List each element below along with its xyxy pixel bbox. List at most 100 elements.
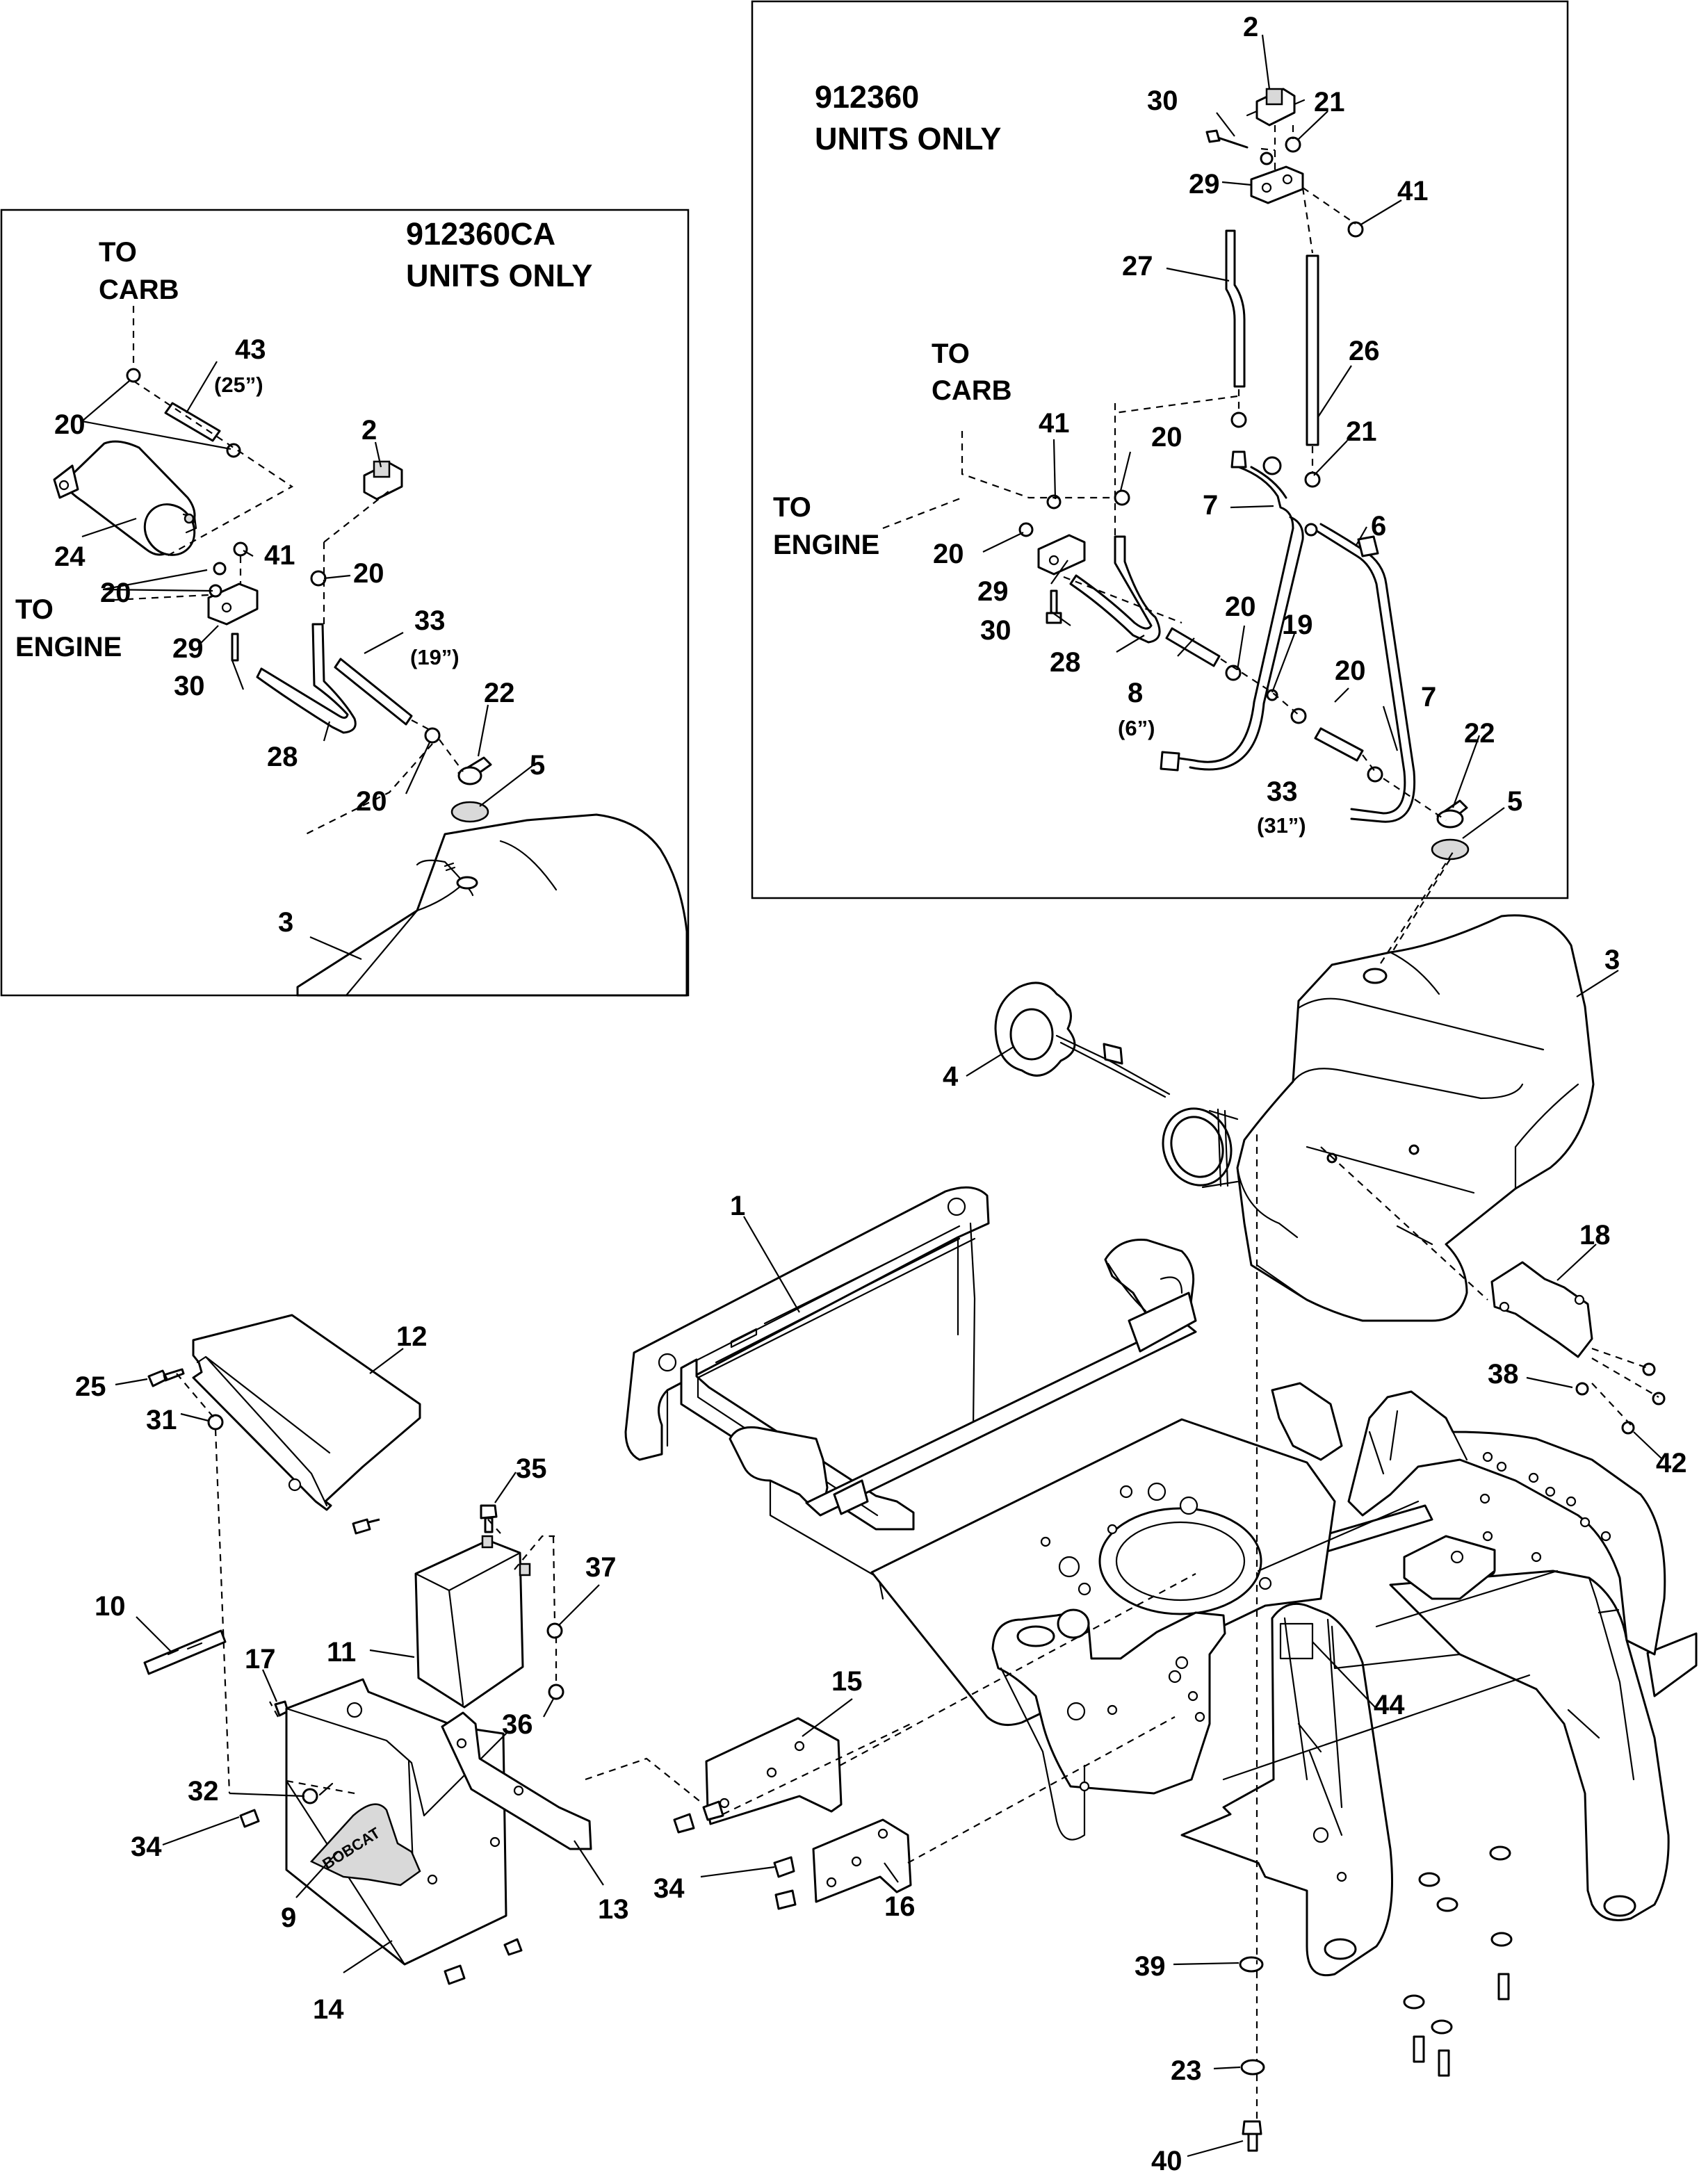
bracket-13 — [441, 1711, 592, 1850]
callout-7: 7 — [1203, 490, 1218, 521]
main-assembly: BOBCAT 3 4 1 18 12 25 38 — [75, 851, 1698, 2176]
inset-912360ca-title-line1: 912360CA — [406, 216, 555, 252]
callout-41: 41 — [1397, 176, 1429, 206]
inset-912360-title-line2: UNITS ONLY — [815, 121, 1001, 156]
callout-39: 39 — [1135, 1951, 1166, 1982]
fuel-line-7a — [1173, 466, 1294, 763]
washer-39 — [1239, 1956, 1264, 1973]
callout-33: 33 — [1267, 776, 1298, 807]
bracket-16 — [812, 1818, 912, 1903]
to-carb-label-line1: TO — [99, 237, 137, 268]
tube-33b-part — [334, 658, 413, 726]
callout-28b: 28 — [267, 742, 298, 772]
callout-23: 23 — [1171, 2055, 1202, 2086]
inset-912360: 912360 UNITS ONLY TO CARB TO ENGINE — [751, 0, 1569, 967]
fuel-fitting-22 — [1436, 799, 1468, 829]
clamp-29b-part — [1037, 534, 1086, 576]
inset-912360-frame — [751, 0, 1569, 899]
callout-37: 37 — [585, 1552, 617, 1583]
callout-11: 11 — [327, 1637, 356, 1668]
callout-5b: 5 — [530, 750, 545, 781]
callout-6: 6 — [1371, 511, 1386, 541]
washer-23 — [1240, 2059, 1265, 2076]
to-carb-label-line2: CARB — [932, 375, 1012, 406]
to-carb-label-line1: TO — [932, 339, 970, 369]
bolt-40 — [1242, 2120, 1262, 2152]
to-engine-label-line1: TO — [773, 492, 811, 523]
callout-27: 27 — [1122, 251, 1153, 282]
callout-15: 15 — [831, 1666, 863, 1697]
bolt-30b-part — [1050, 589, 1058, 614]
callout-16: 16 — [884, 1891, 916, 1922]
callout-22b: 22 — [484, 678, 515, 708]
callout-7b: 7 — [1421, 682, 1436, 712]
callout-3b: 3 — [278, 907, 293, 938]
fuel-line-26 — [1306, 254, 1319, 446]
elbow-tube-28 — [1069, 535, 1161, 644]
pump-opening — [1098, 1507, 1262, 1615]
callout-20c: 20 — [1225, 592, 1256, 622]
tube-43-part — [164, 402, 221, 442]
grommet-5b-part — [450, 801, 489, 823]
callout-29: 29 — [1189, 169, 1220, 199]
fuel-valve-part — [1246, 88, 1306, 127]
callout-2: 2 — [1243, 12, 1258, 42]
fuel-tank-partial — [296, 813, 688, 997]
callout-2b: 2 — [361, 415, 377, 446]
bolt-35 — [480, 1504, 498, 1533]
callout-29b: 29 — [977, 576, 1009, 607]
callout-20e: 20 — [54, 409, 86, 440]
battery-cover-12 — [192, 1314, 421, 1511]
callout-12: 12 — [396, 1321, 428, 1352]
bracket-18 — [1490, 1261, 1593, 1358]
callout-22: 22 — [1464, 718, 1495, 749]
callout-8: 8 — [1128, 678, 1143, 708]
callout-20d: 20 — [1335, 655, 1366, 686]
inset-912360ca-title-line2: UNITS ONLY — [406, 258, 592, 293]
note-6in: (6”) — [1118, 716, 1155, 740]
callout-38: 38 — [1488, 1359, 1519, 1390]
callout-1: 1 — [730, 1191, 745, 1221]
callout-9: 9 — [281, 1902, 296, 1933]
callout-13: 13 — [598, 1894, 629, 1925]
callout-21b: 21 — [1346, 416, 1377, 447]
callout-25: 25 — [75, 1371, 106, 1402]
to-engine-label-line2: ENGINE — [15, 632, 122, 662]
fuel-tank-3 — [1162, 914, 1595, 1322]
clamp-29-part — [1250, 165, 1304, 204]
fuel-filter-24 — [53, 440, 197, 556]
note-25in: (25”) — [214, 373, 263, 397]
bolt-34b — [673, 1800, 797, 1910]
to-engine-label-line1: TO — [15, 594, 54, 625]
callout-30c: 30 — [174, 671, 205, 701]
callout-4: 4 — [943, 1061, 959, 1092]
callout-17: 17 — [245, 1644, 276, 1674]
callout-26: 26 — [1349, 336, 1380, 366]
fuel-cap-4 — [994, 981, 1171, 1098]
callout-3: 3 — [1604, 945, 1620, 975]
callout-14: 14 — [313, 1994, 344, 2025]
to-carb-label-line2: CARB — [99, 275, 179, 305]
callout-18: 18 — [1579, 1220, 1611, 1250]
decal-logo-9 — [309, 1803, 421, 1886]
callout-35: 35 — [516, 1453, 547, 1484]
fuel-line-27 — [1225, 229, 1246, 388]
callout-20b: 20 — [933, 539, 964, 569]
callout-43: 43 — [235, 334, 266, 365]
washer-37 — [546, 1622, 563, 1639]
inset-912360ca: 912360CA UNITS ONLY TO CARB TO ENGINE — [0, 209, 690, 997]
callout-20f: 20 — [353, 558, 384, 589]
note-31in: (31”) — [1257, 813, 1306, 838]
callout-34b: 34 — [653, 1873, 685, 1904]
callout-28: 28 — [1050, 647, 1081, 678]
nut-36 — [548, 1684, 564, 1700]
callout-36: 36 — [502, 1709, 533, 1740]
callout-33b: 33 — [414, 605, 446, 636]
callout-21: 21 — [1314, 87, 1345, 117]
fuel-fitting-22b — [457, 756, 492, 785]
callout-24: 24 — [54, 541, 86, 572]
elbow-tube-28b — [256, 623, 357, 734]
battery-11 — [414, 1539, 524, 1709]
callout-41c: 41 — [264, 540, 295, 571]
